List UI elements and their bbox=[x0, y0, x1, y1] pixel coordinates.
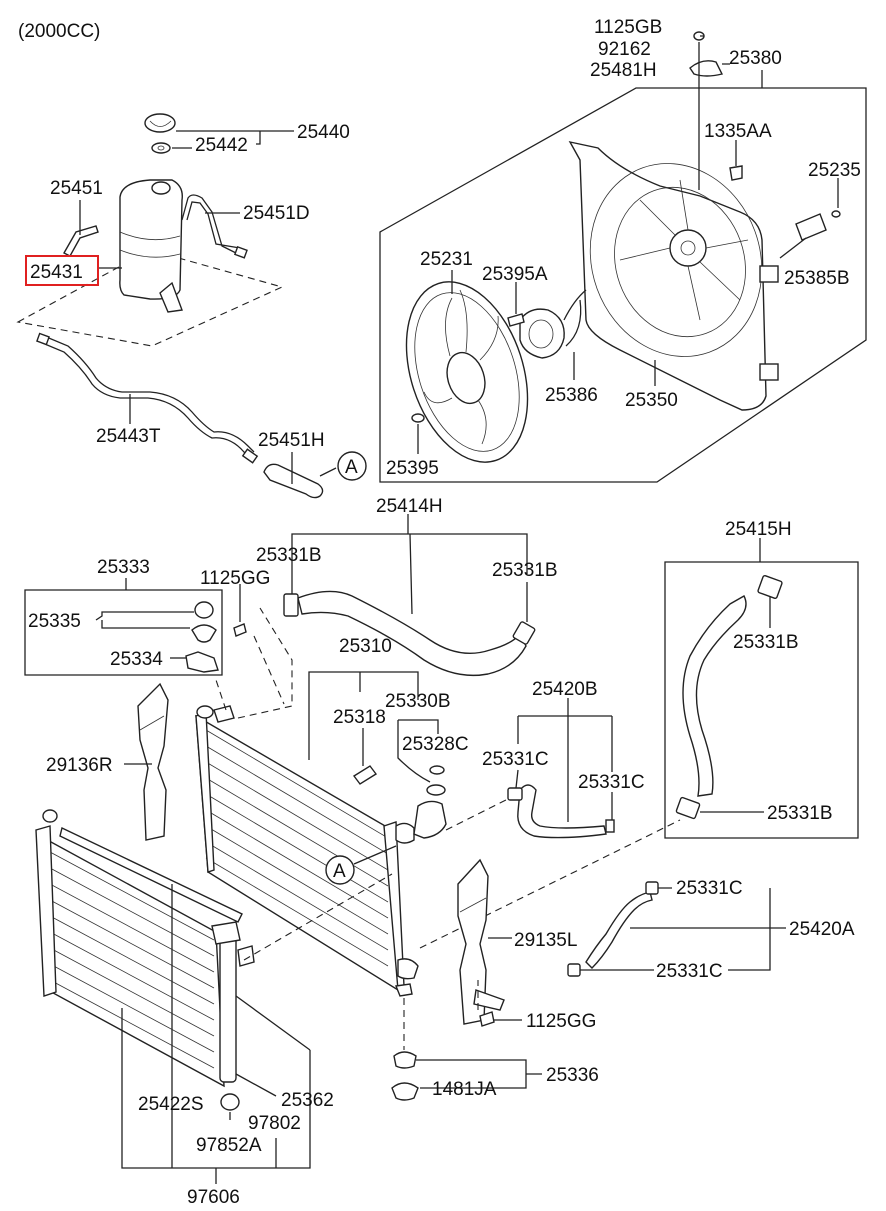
ref-A-top: A bbox=[345, 457, 358, 478]
reservoir-cap[interactable] bbox=[144, 113, 176, 133]
label-25334[interactable]: 25334 bbox=[110, 649, 163, 670]
clamp-25331C-a[interactable] bbox=[507, 787, 523, 801]
label-25331B-lower-hose-top[interactable]: 25331B bbox=[733, 632, 799, 653]
mount-bushing-25336[interactable] bbox=[393, 1051, 417, 1069]
seal-25328C[interactable] bbox=[429, 765, 445, 775]
label-25451[interactable]: 25451 bbox=[50, 178, 103, 199]
label-25440[interactable]: 25440 bbox=[297, 122, 350, 143]
label-1125GG-top[interactable]: 1125GG bbox=[200, 568, 270, 589]
engine-spec-title: (2000CC) bbox=[18, 21, 100, 42]
label-29136R[interactable]: 29136R bbox=[46, 755, 113, 776]
highlight-box-25431 bbox=[25, 255, 99, 286]
label-25318[interactable]: 25318 bbox=[333, 707, 386, 728]
mount-bracket-25334[interactable] bbox=[185, 651, 219, 673]
label-25235[interactable]: 25235 bbox=[808, 160, 861, 181]
reservoir-group bbox=[16, 113, 284, 347]
label-25420A[interactable]: 25420A bbox=[789, 919, 855, 940]
upper-hose-25414H[interactable] bbox=[283, 590, 536, 677]
label-25335[interactable]: 25335 bbox=[28, 611, 81, 632]
label-25328C[interactable]: 25328C bbox=[402, 734, 469, 755]
drain-plug-25330B[interactable] bbox=[426, 784, 446, 796]
label-25481H[interactable]: 25481H bbox=[590, 60, 657, 81]
bolt-1125GG-a[interactable] bbox=[233, 623, 247, 637]
bolt-1125GG-b[interactable] bbox=[479, 1011, 495, 1027]
label-1335AA[interactable]: 1335AA bbox=[704, 121, 772, 142]
cap-seal[interactable] bbox=[151, 142, 171, 154]
hose-25420A[interactable] bbox=[567, 881, 659, 977]
label-97606[interactable]: 97606 bbox=[187, 1187, 240, 1208]
mount-bushing-lower[interactable] bbox=[191, 624, 217, 643]
label-1481JA[interactable]: 1481JA bbox=[432, 1079, 497, 1100]
label-25330B[interactable]: 25330B bbox=[385, 691, 451, 712]
clamp-25331C-c[interactable] bbox=[645, 881, 659, 895]
ref-circle-A-bottom[interactable] bbox=[325, 855, 355, 885]
overflow-hose[interactable] bbox=[63, 225, 99, 257]
label-92162[interactable]: 92162 bbox=[598, 39, 651, 60]
label-25350[interactable]: 25350 bbox=[625, 390, 678, 411]
fan-motor[interactable] bbox=[519, 308, 565, 359]
clamp-25331B-b[interactable] bbox=[512, 621, 536, 645]
clamp-25331B-a[interactable] bbox=[283, 593, 299, 617]
mount-group-25333 bbox=[24, 589, 247, 676]
label-25331B-upper-right[interactable]: 25331B bbox=[492, 560, 558, 581]
clip-25481H[interactable] bbox=[689, 60, 724, 77]
label-25336[interactable]: 25336 bbox=[546, 1065, 599, 1086]
temp-sensor-25318[interactable] bbox=[352, 765, 378, 785]
label-25362[interactable]: 25362 bbox=[281, 1090, 334, 1111]
label-25422S[interactable]: 25422S bbox=[138, 1094, 204, 1115]
label-25415H[interactable]: 25415H bbox=[725, 519, 792, 540]
reservoir-hose[interactable] bbox=[36, 332, 259, 464]
label-25231[interactable]: 25231 bbox=[420, 249, 473, 270]
label-25395A[interactable]: 25395A bbox=[482, 264, 548, 285]
clamp-25331C-d[interactable] bbox=[567, 963, 581, 977]
label-25331C-hose-b-left[interactable]: 25331C bbox=[482, 749, 549, 770]
label-25331C-hose-a-bottom[interactable]: 25331C bbox=[656, 961, 723, 982]
label-25310[interactable]: 25310 bbox=[339, 636, 392, 657]
label-25385B[interactable]: 25385B bbox=[784, 268, 850, 289]
clamp-25331B-d[interactable] bbox=[675, 796, 701, 820]
fan-group bbox=[379, 31, 867, 483]
label-25414H[interactable]: 25414H bbox=[376, 496, 443, 517]
ref-A-bottom: A bbox=[333, 861, 346, 882]
lower-hose-25415H[interactable] bbox=[682, 595, 747, 797]
air-guard-29136R[interactable] bbox=[137, 682, 169, 841]
label-25443T[interactable]: 25443T bbox=[96, 426, 161, 447]
label-1125GB[interactable]: 1125GB bbox=[594, 17, 662, 38]
ref-circle-A-top[interactable] bbox=[337, 451, 367, 481]
label-25386[interactable]: 25386 bbox=[545, 385, 598, 406]
label-25451D[interactable]: 25451D bbox=[243, 203, 310, 224]
air-guard-29135L[interactable] bbox=[457, 858, 505, 1025]
mount-bushing-1481JA[interactable] bbox=[391, 1082, 419, 1101]
radiator-25310[interactable] bbox=[195, 705, 447, 997]
label-25331B-lower-hose-bottom[interactable]: 25331B bbox=[767, 803, 833, 824]
fan-shroud[interactable] bbox=[568, 140, 767, 411]
label-25331B-upper-left[interactable]: 25331B bbox=[256, 545, 322, 566]
label-1125GG-bottom[interactable]: 1125GG bbox=[526, 1011, 596, 1032]
receiver-drier-25362[interactable] bbox=[219, 933, 237, 1083]
label-97852A[interactable]: 97852A bbox=[196, 1135, 262, 1156]
label-25451H[interactable]: 25451H bbox=[258, 430, 325, 451]
label-25395[interactable]: 25395 bbox=[386, 458, 439, 479]
hose-25420B[interactable] bbox=[507, 784, 615, 839]
fan-resistor[interactable] bbox=[795, 213, 827, 241]
label-25333[interactable]: 25333 bbox=[97, 557, 150, 578]
lower-hose-group bbox=[664, 561, 859, 839]
label-25380[interactable]: 25380 bbox=[729, 48, 782, 69]
label-25420B[interactable]: 25420B bbox=[532, 679, 598, 700]
label-25331C-hose-a-top[interactable]: 25331C bbox=[676, 878, 743, 899]
label-29135L[interactable]: 29135L bbox=[514, 930, 577, 951]
hose-25451H[interactable] bbox=[263, 463, 324, 499]
label-25331C-hose-b-right[interactable]: 25331C bbox=[578, 772, 645, 793]
cap-97852A[interactable] bbox=[220, 1093, 240, 1111]
condenser-97606[interactable] bbox=[35, 809, 255, 1111]
label-25431[interactable]: 25431 bbox=[30, 262, 83, 283]
clamp-25331B-c[interactable] bbox=[757, 574, 783, 600]
label-25442[interactable]: 25442 bbox=[195, 135, 248, 156]
mount-bushing-upper[interactable] bbox=[194, 601, 214, 619]
label-97802[interactable]: 97802 bbox=[248, 1113, 301, 1134]
